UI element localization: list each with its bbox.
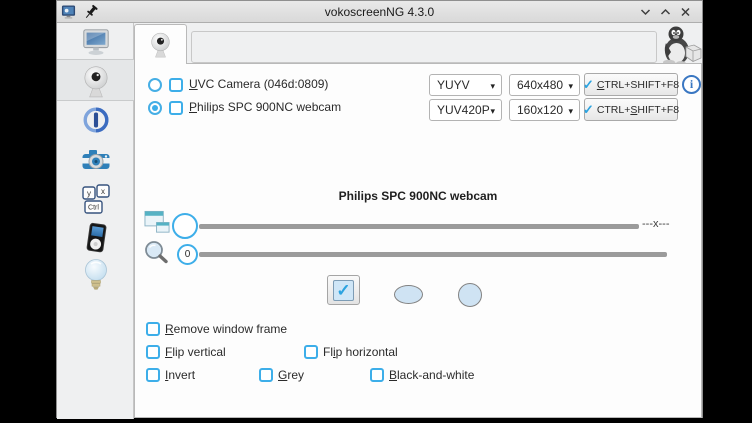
svg-text:Ctrl: Ctrl <box>88 205 99 212</box>
app-icon <box>61 4 76 25</box>
device-checkbox-uvc[interactable] <box>169 78 183 92</box>
minimize-button[interactable] <box>638 5 653 19</box>
player-icon <box>86 222 106 253</box>
device-label-philips: Philips SPC 900NC webcam <box>189 100 342 114</box>
label-remove-window-frame: Remove window frame <box>165 322 288 336</box>
format-value: YUYV <box>437 78 470 92</box>
sidebar-item-player[interactable] <box>57 221 134 255</box>
resolution-value: 160x120 <box>517 103 564 117</box>
frame-circle-button[interactable] <box>458 283 482 307</box>
format-dropdown-philips[interactable]: YUV420P ▾ <box>429 99 502 121</box>
device-radio-uvc[interactable] <box>148 78 162 92</box>
tab-webcam[interactable] <box>134 24 187 64</box>
shortcut-button-philips[interactable]: ✓ CTRL+SHIFT+F8 <box>582 98 680 121</box>
shortcut-button-uvc[interactable]: ✓ CTRL+SHIFT+F8 <box>582 73 680 96</box>
shortcut-label: CTRL+SHIFT+F8 <box>596 103 680 116</box>
label-flip-horizontal: Flip horizontal <box>323 345 398 359</box>
svg-text:x: x <box>101 187 105 196</box>
size-slider-value: ---x--- <box>642 218 670 230</box>
tux-mascot <box>658 26 704 71</box>
timer-icon <box>83 107 108 133</box>
window-title: vokoscreenNG 4.3.0 <box>324 5 435 19</box>
device-label-uvc: UVC Camera (046d:0809) <box>189 77 329 91</box>
resolution-dropdown-uvc[interactable]: 640x480 ▾ <box>509 74 580 96</box>
format-value: YUV420P <box>437 103 490 117</box>
info-icon[interactable]: i <box>682 75 701 94</box>
app-window: vokoscreenNG 4.3.0 <box>56 0 704 419</box>
frame-ellipse-button[interactable] <box>394 285 423 304</box>
webcam-tab-pane: UVC Camera (046d:0809) YUYV ▾ 640x480 ▾ … <box>134 63 702 418</box>
sidebar-item-webcam[interactable] <box>57 63 134 99</box>
window-size-icon <box>144 209 171 242</box>
device-checkbox-philips[interactable] <box>169 101 183 115</box>
chevron-down-icon: ▾ <box>568 81 573 91</box>
frame-normal-button[interactable]: ✓ <box>327 275 360 305</box>
shortcut-label: CTRL+SHIFT+F8 <box>596 78 680 91</box>
shortcut-keys-icon: y x Ctrl <box>81 184 110 214</box>
sidebar-item-timer[interactable] <box>57 105 134 135</box>
sidebar-item-shortcuts[interactable]: y x Ctrl <box>57 182 134 216</box>
resolution-value: 640x480 <box>517 78 564 92</box>
checkbox-black-and-white[interactable] <box>370 368 384 382</box>
screenshot-camera-icon <box>82 150 109 169</box>
webcam-icon <box>84 66 107 98</box>
label-black-and-white: Black-and-white <box>389 368 475 382</box>
size-slider-track[interactable] <box>199 224 639 229</box>
format-dropdown-uvc[interactable]: YUYV ▾ <box>429 74 502 96</box>
checkbox-flip-horizontal[interactable] <box>304 345 318 359</box>
label-flip-vertical: Flip vertical <box>165 345 226 359</box>
webcam-tab-icon <box>151 32 170 58</box>
checkmark-icon: ✓ <box>582 77 594 92</box>
tabbar-empty-area <box>191 31 657 63</box>
svg-text:y: y <box>87 189 91 198</box>
zoom-magnifier-icon <box>143 240 169 271</box>
active-webcam-title: Philips SPC 900NC webcam <box>338 189 498 203</box>
sidebar-item-help[interactable] <box>57 257 134 295</box>
titlebar[interactable]: vokoscreenNG 4.3.0 <box>57 1 702 23</box>
chevron-down-icon: ▾ <box>490 81 495 91</box>
label-grey: Grey <box>278 368 305 382</box>
chevron-down-icon: ▾ <box>568 106 573 116</box>
checkbox-flip-vertical[interactable] <box>146 345 160 359</box>
help-lightbulb-icon <box>84 259 107 290</box>
label-invert: Invert <box>165 368 196 382</box>
device-radio-philips[interactable] <box>148 101 162 115</box>
zoom-slider-value: 0 <box>184 249 191 260</box>
size-slider-handle[interactable] <box>172 213 198 239</box>
sidebar: y x Ctrl <box>57 23 134 419</box>
close-button[interactable] <box>678 5 693 19</box>
checkbox-remove-window-frame[interactable] <box>146 322 160 336</box>
chevron-down-icon: ▾ <box>490 106 495 116</box>
maximize-button[interactable] <box>658 5 673 19</box>
checkbox-grey[interactable] <box>259 368 273 382</box>
sidebar-item-screenshot[interactable] <box>57 145 134 177</box>
checkbox-invert[interactable] <box>146 368 160 382</box>
checkmark-icon: ✓ <box>336 280 351 300</box>
zoom-slider-handle[interactable]: 0 <box>177 244 198 265</box>
pin-icon[interactable] <box>84 4 98 25</box>
resolution-dropdown-philips[interactable]: 160x120 ▾ <box>509 99 580 121</box>
screen-icon <box>82 29 109 55</box>
zoom-slider-track[interactable] <box>199 252 667 257</box>
sidebar-item-screen[interactable] <box>57 27 134 57</box>
checked-frame-box: ✓ <box>333 279 354 301</box>
checkmark-icon: ✓ <box>582 102 594 117</box>
